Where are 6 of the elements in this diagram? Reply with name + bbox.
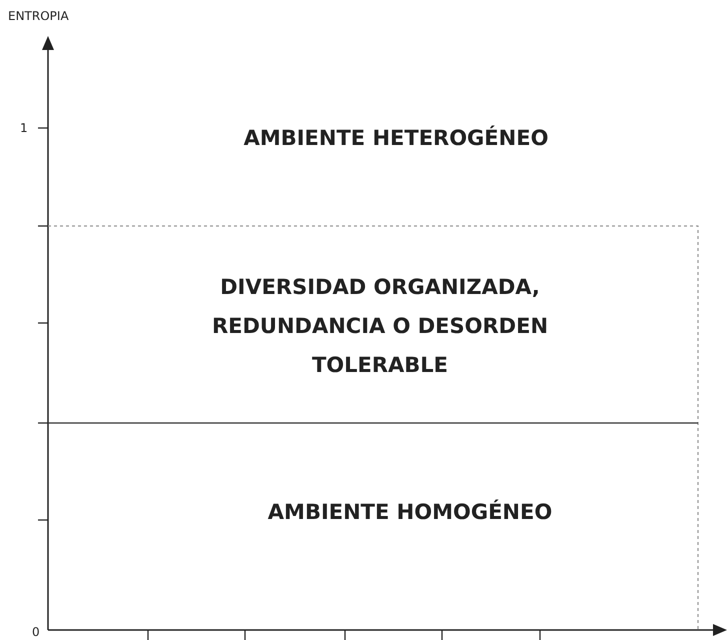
tick-label: 0 bbox=[32, 626, 40, 638]
region-label: DIVERSIDAD ORGANIZADA, REDUNDANCIA O DESORDEN TOLERABLE bbox=[210, 274, 550, 379]
region-label: AMBIENTE HOMOGÉNEO bbox=[266, 498, 554, 526]
tick-label: 1 bbox=[20, 122, 28, 134]
axis-title: ENTROPIA bbox=[8, 10, 69, 22]
region-label: AMBIENTE HETEROGÉNEO bbox=[242, 124, 550, 152]
